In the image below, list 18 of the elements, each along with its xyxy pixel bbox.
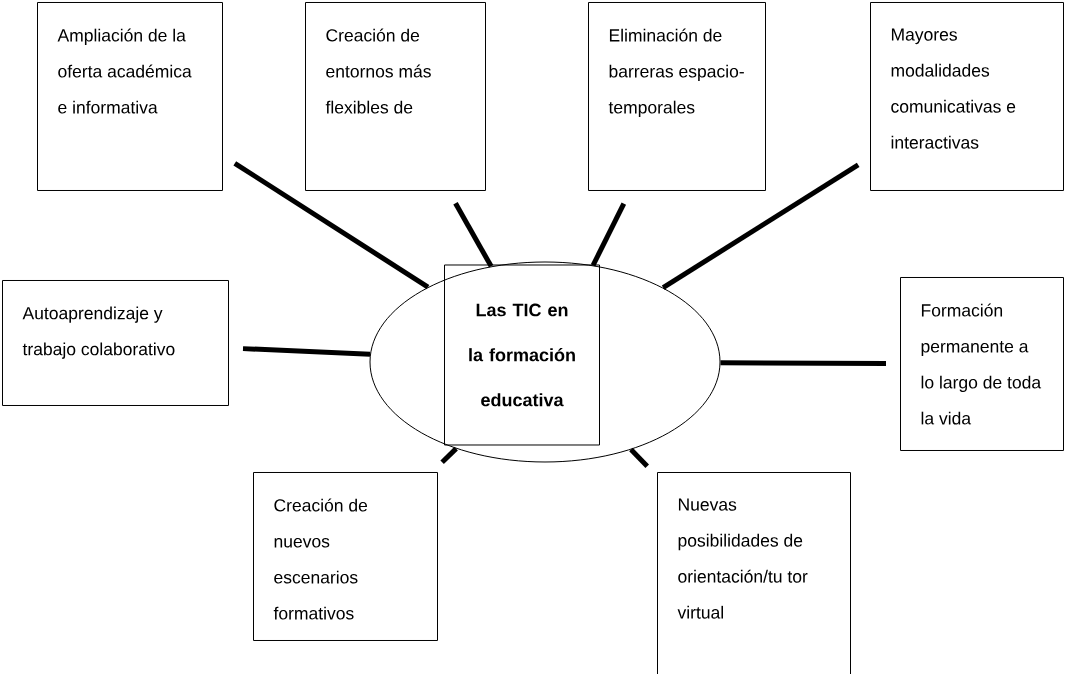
connector-line (661, 162, 860, 290)
title-box: Las TIC en la formación educativa (444, 264, 600, 446)
connector-line (233, 161, 430, 290)
text-box: Creación de nuevos escenarios formativos (253, 472, 438, 641)
text-box: Ampliación de la oferta académica e informativa (37, 2, 223, 191)
connector-line (440, 446, 458, 465)
connector-line (590, 202, 627, 267)
connector-line (629, 447, 649, 468)
text-box: Nuevas posibilidades de orientación/tu tor virtual (657, 472, 851, 674)
connector-line (453, 201, 494, 268)
text-box: Creación de entornos más flexibles de (305, 2, 486, 191)
text-box: Autoaprendizaje y trabajo colaborativo (2, 280, 229, 406)
text-box: Eliminación de barreras espacio-temporales (588, 2, 766, 191)
central-ellipse (369, 261, 721, 463)
text-box: Mayores modalidades comunicativas e interactivas (870, 2, 1064, 191)
text-box: Formación permanente a lo largo de toda la vida (900, 277, 1064, 451)
connector-line (720, 360, 887, 367)
connector-line (242, 346, 371, 357)
